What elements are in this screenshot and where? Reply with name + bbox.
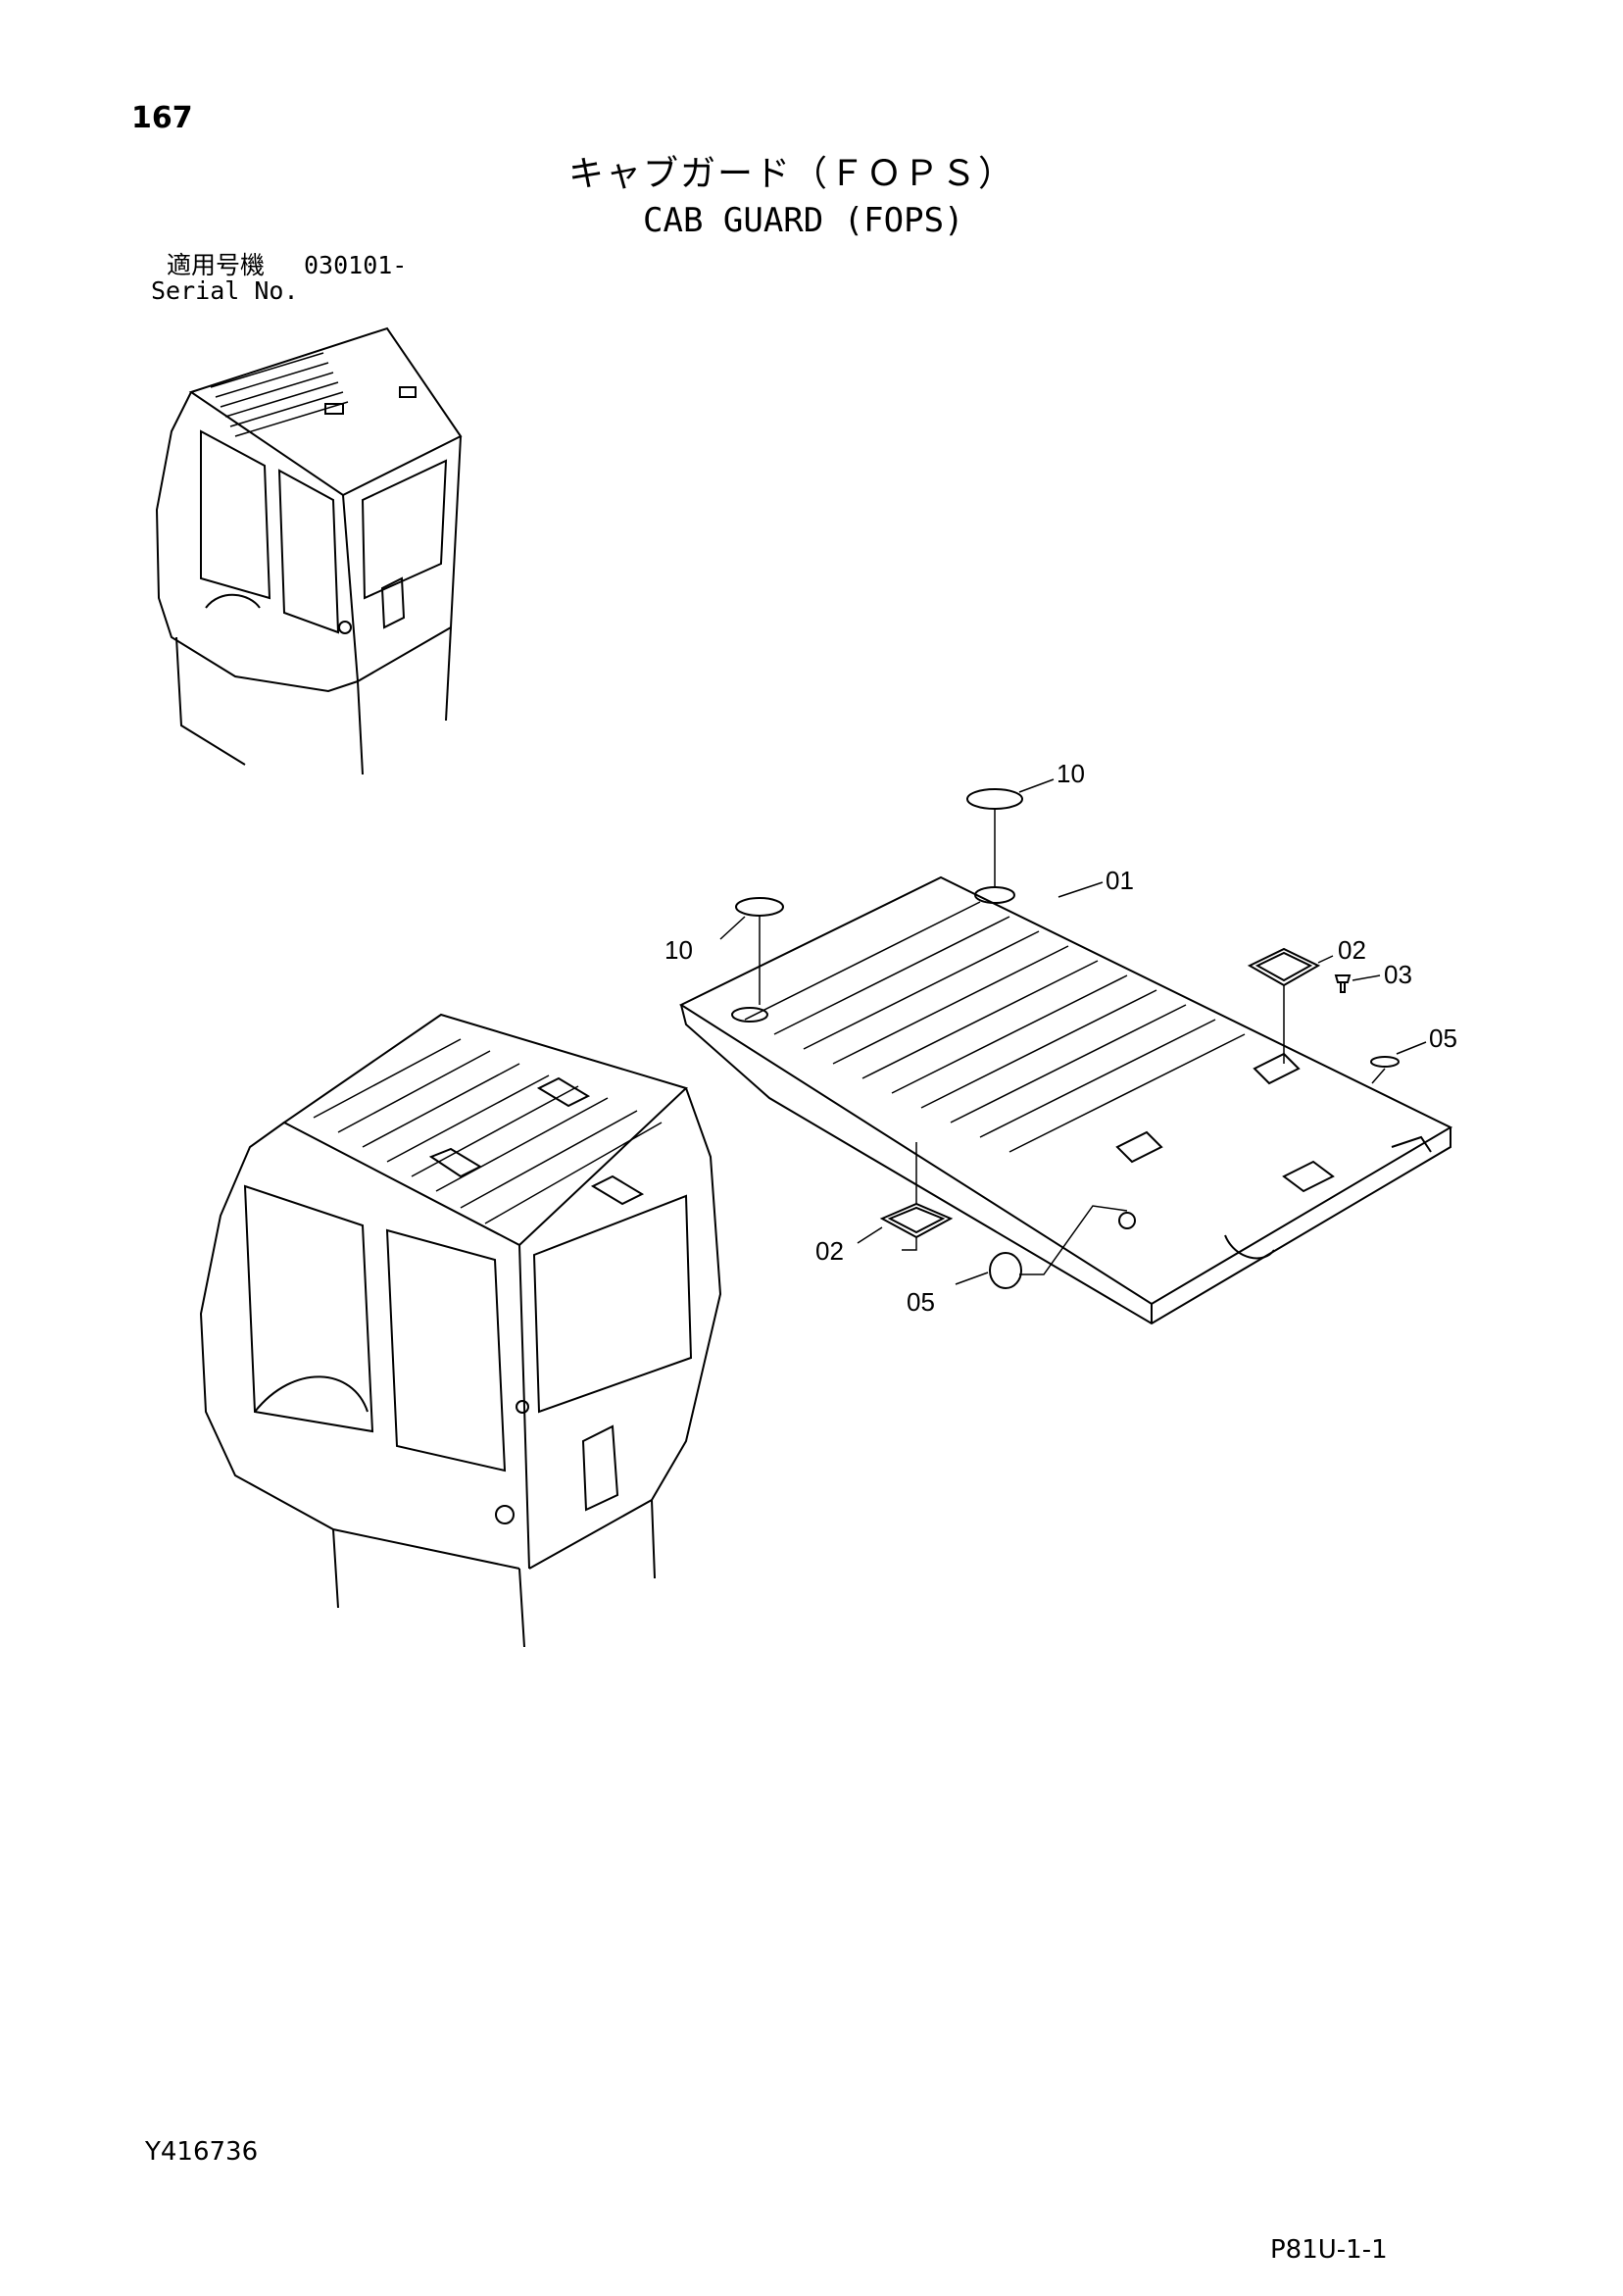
seal-part-10-top [966,788,1023,810]
grommet-part-02-top [1247,947,1321,987]
drawing-number: Y416736 [145,2137,259,2167]
bolt-part-03 [1334,974,1352,993]
cab-overview-small [155,326,463,775]
serial-label-english: Serial No. [151,276,299,305]
callout-01: 01 [1106,866,1134,895]
callout-10-left: 10 [664,935,693,965]
callout-02-top: 02 [1338,935,1366,965]
callout-05-right: 05 [1429,1023,1457,1053]
grommet-part-02-bottom [879,1202,954,1239]
seal-part-10-left [735,897,784,917]
serial-number-value: 030101- [304,251,408,279]
callout-10-top: 10 [1057,759,1085,788]
callout-03: 03 [1384,960,1412,989]
leader-lines [719,778,1427,1285]
guard-plate [678,875,1453,1325]
serial-label-japanese: 適用号機 [167,251,266,279]
callout-05-bottom: 05 [907,1287,935,1317]
page-title-japanese: キャブガード（ＦＯＰＳ） [568,154,1016,194]
page-reference: P81U-1-1 [1270,2235,1388,2265]
plug-part-05-bottom [989,1252,1022,1289]
cab-assembly-large [199,1013,722,1648]
page-number: 167 [131,101,193,135]
callout-02-bottom: 02 [815,1236,844,1266]
plug-part-05-right [1370,1056,1400,1068]
page-title-english: CAB GUARD (FOPS) [643,201,964,240]
